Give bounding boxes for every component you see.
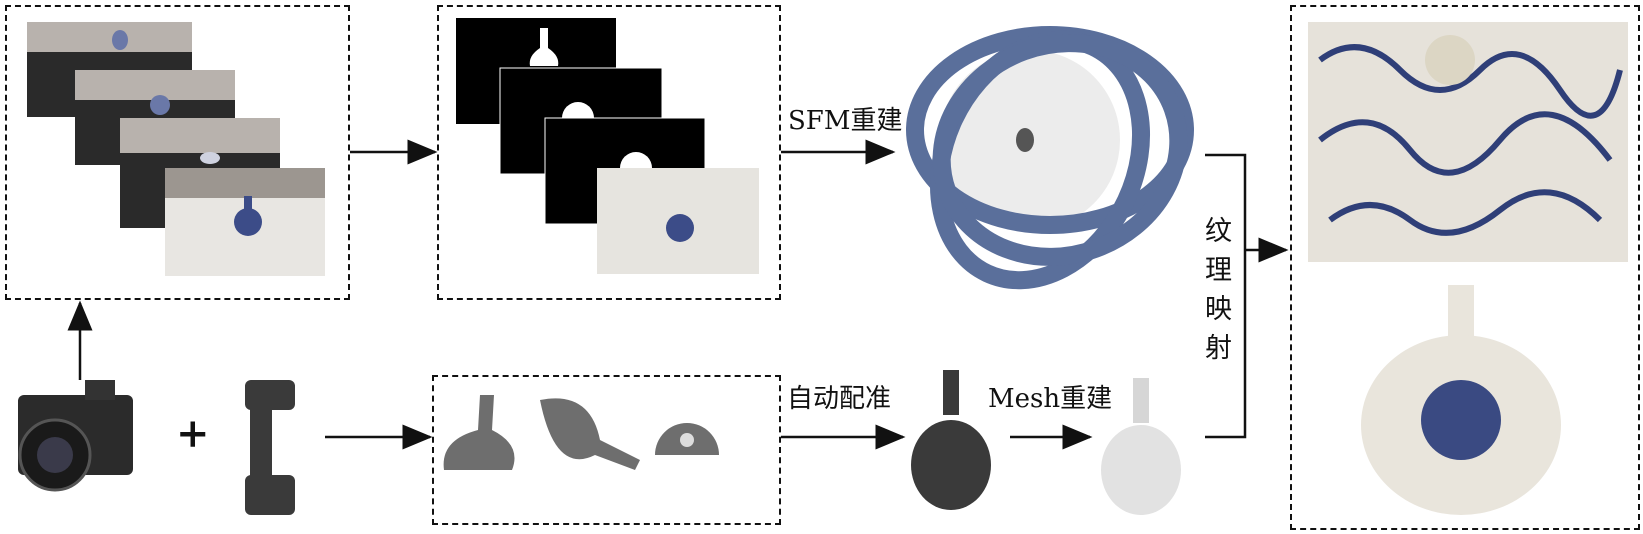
- mesh-vase: [1101, 378, 1181, 515]
- mask-stack: [456, 18, 759, 274]
- texture-mapping-label: 纹理映射: [1205, 216, 1232, 364]
- scan-fragments: [443, 395, 719, 470]
- scan-box: [432, 375, 781, 525]
- scanner-icon: [245, 380, 295, 515]
- mesh-label: Mesh重建: [988, 384, 1113, 414]
- final-textured-vase: [1361, 285, 1561, 515]
- mask-box: [437, 5, 781, 300]
- sfm-label: SFM重建: [788, 106, 903, 136]
- camera-icon: [18, 380, 133, 492]
- sfm-point-cloud: [906, 26, 1194, 290]
- registered-vase: [911, 370, 991, 510]
- texture-map: [1308, 22, 1628, 262]
- plus-sign: +: [176, 410, 210, 457]
- result-box: [1290, 5, 1640, 530]
- photo-capture-box: [5, 5, 350, 300]
- auto-registration-label: 自动配准: [787, 384, 892, 414]
- arrows: [67, 139, 1289, 450]
- photo-stack: [27, 22, 325, 276]
